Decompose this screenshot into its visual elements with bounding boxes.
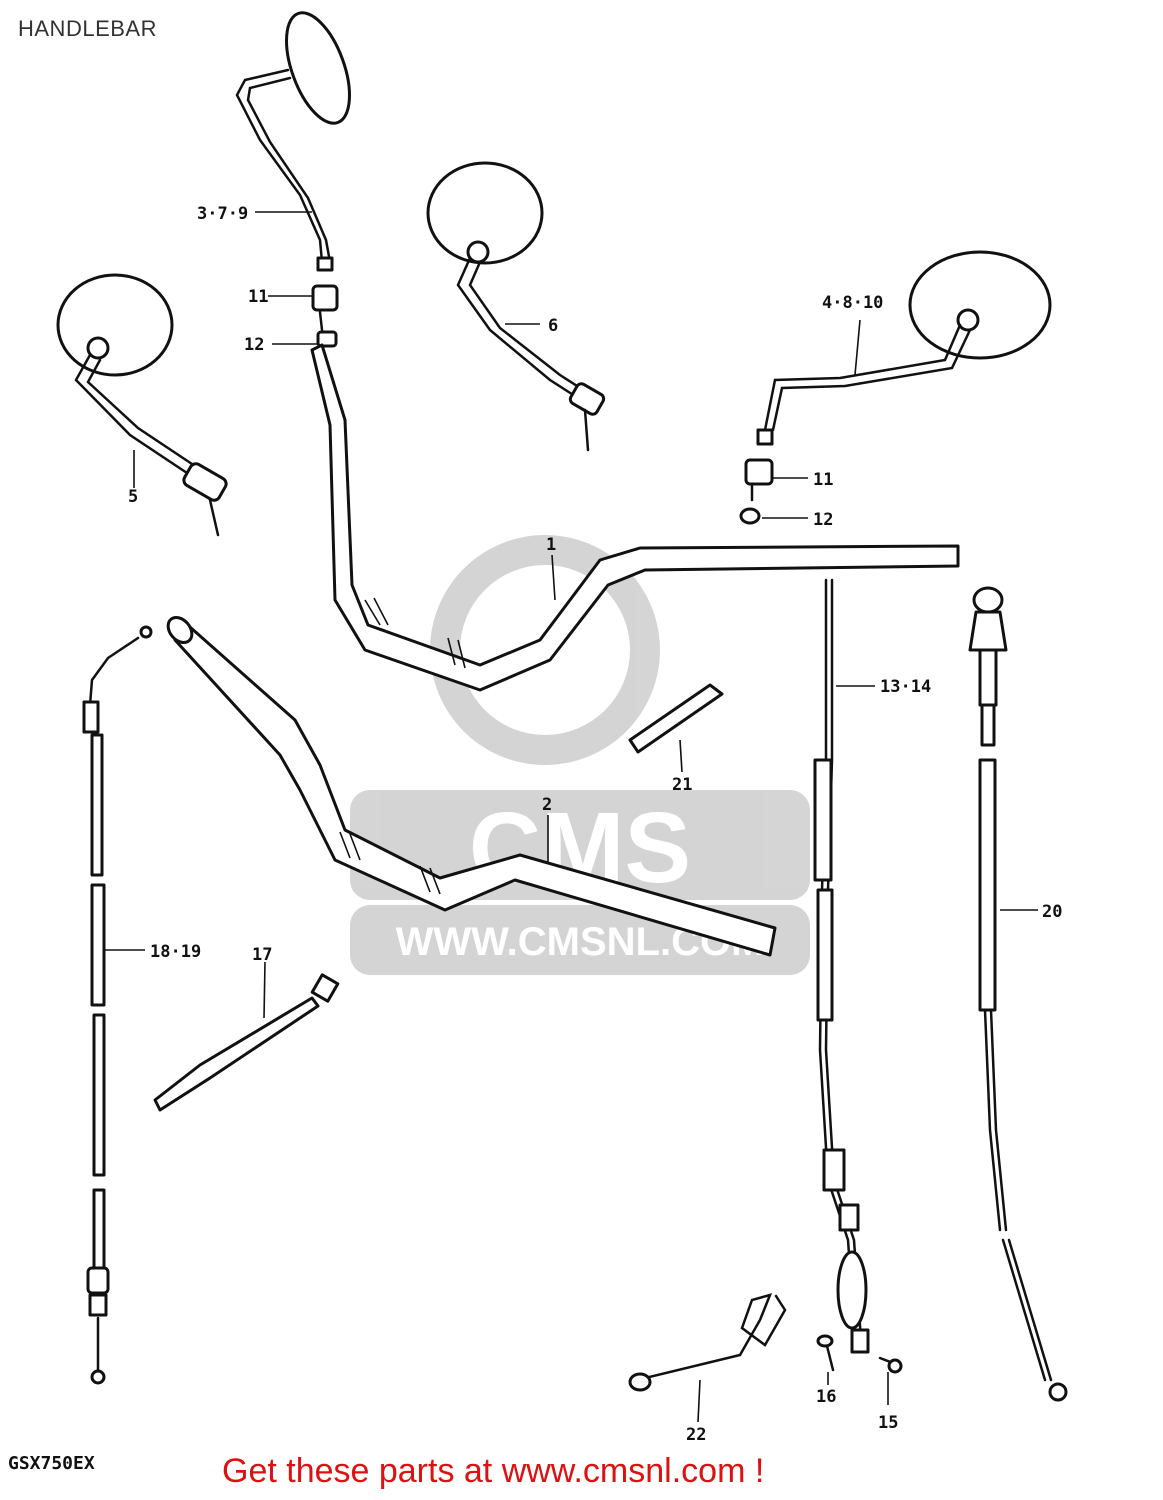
label-12-right: 12 xyxy=(813,510,833,530)
label-6: 6 xyxy=(548,316,558,336)
label-2: 2 xyxy=(542,795,552,815)
cable-13-14[interactable] xyxy=(813,578,870,1354)
label-11-left: 11 xyxy=(248,287,268,307)
label-18-19: 18·19 xyxy=(150,942,201,962)
part-22[interactable] xyxy=(628,1293,787,1392)
page-title: HANDLEBAR xyxy=(18,16,157,41)
mirror-4-8-10[interactable] xyxy=(739,250,1052,525)
cable-20[interactable] xyxy=(968,586,1068,1402)
label-4-8-10: 4·8·10 xyxy=(822,293,883,313)
label-3-7-9: 3·7·9 xyxy=(197,204,248,224)
handlebar-2[interactable] xyxy=(163,613,777,957)
label-16: 16 xyxy=(816,1387,836,1407)
screw-16[interactable] xyxy=(816,1334,835,1372)
leader-lines xyxy=(104,211,1038,1423)
label-13-14: 13·14 xyxy=(880,677,931,697)
label-20: 20 xyxy=(1042,902,1062,922)
mirror-6[interactable] xyxy=(426,161,606,452)
label-15: 15 xyxy=(878,1413,898,1433)
footer-link[interactable]: Get these parts at www.cmsnl.com ! xyxy=(222,1452,765,1490)
mirror-3-7-9[interactable] xyxy=(235,5,362,348)
label-17: 17 xyxy=(252,945,272,965)
label-22: 22 xyxy=(686,1425,706,1445)
handlebar-1[interactable] xyxy=(310,343,960,692)
cable-18-19[interactable] xyxy=(82,625,153,1385)
label-11-right: 11 xyxy=(813,470,833,490)
part-labels: 3·7·9 11 12 6 4·8·10 11 12 5 1 21 13·14 … xyxy=(128,204,1062,1445)
label-1: 1 xyxy=(546,535,556,555)
part-17[interactable] xyxy=(153,973,340,1112)
label-5: 5 xyxy=(128,487,138,507)
mirror-5[interactable] xyxy=(56,273,228,537)
label-21: 21 xyxy=(672,775,692,795)
model-code: GSX750EX xyxy=(8,1453,95,1474)
part-15[interactable] xyxy=(878,1356,903,1374)
part-21[interactable] xyxy=(628,683,724,754)
label-12-left: 12 xyxy=(244,335,264,355)
